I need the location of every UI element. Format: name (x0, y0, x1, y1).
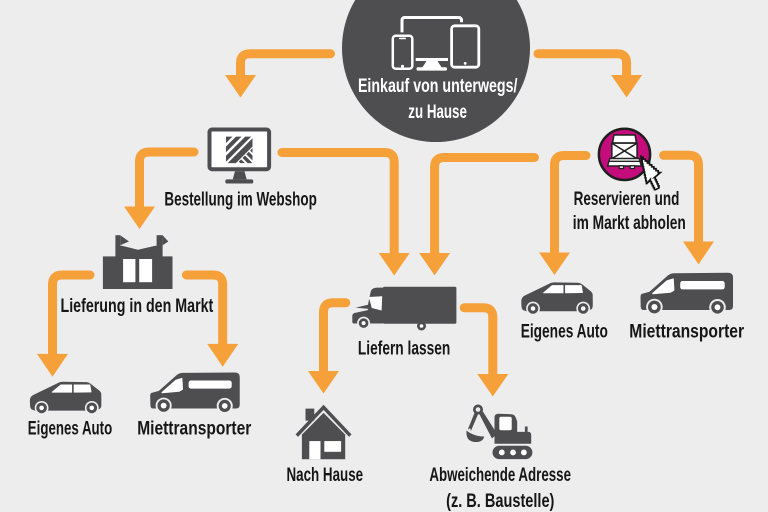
svg-text:Einkauf von unterwegs/: Einkauf von unterwegs/ (358, 76, 518, 97)
svg-text:(z. B. Baustelle): (z. B. Baustelle) (446, 491, 554, 512)
svg-text:Bestellung im Webshop: Bestellung im Webshop (164, 189, 317, 210)
svg-text:Nach Hause: Nach Hause (287, 465, 364, 486)
svg-text:Reservieren und: Reservieren und (574, 189, 680, 210)
svg-text:Eigenes Auto: Eigenes Auto (521, 321, 608, 342)
svg-text:Lieferung in den Markt: Lieferung in den Markt (60, 296, 213, 317)
svg-text:Miettransporter: Miettransporter (137, 419, 252, 440)
svg-text:Liefern lassen: Liefern lassen (358, 339, 450, 360)
svg-text:Miettransporter: Miettransporter (629, 321, 744, 342)
svg-text:Abweichende Adresse: Abweichende Adresse (429, 465, 571, 486)
svg-text:zu Hause: zu Hause (408, 102, 467, 123)
svg-text:im Markt abholen: im Markt abholen (573, 213, 686, 234)
svg-text:Eigenes Auto: Eigenes Auto (28, 419, 112, 440)
